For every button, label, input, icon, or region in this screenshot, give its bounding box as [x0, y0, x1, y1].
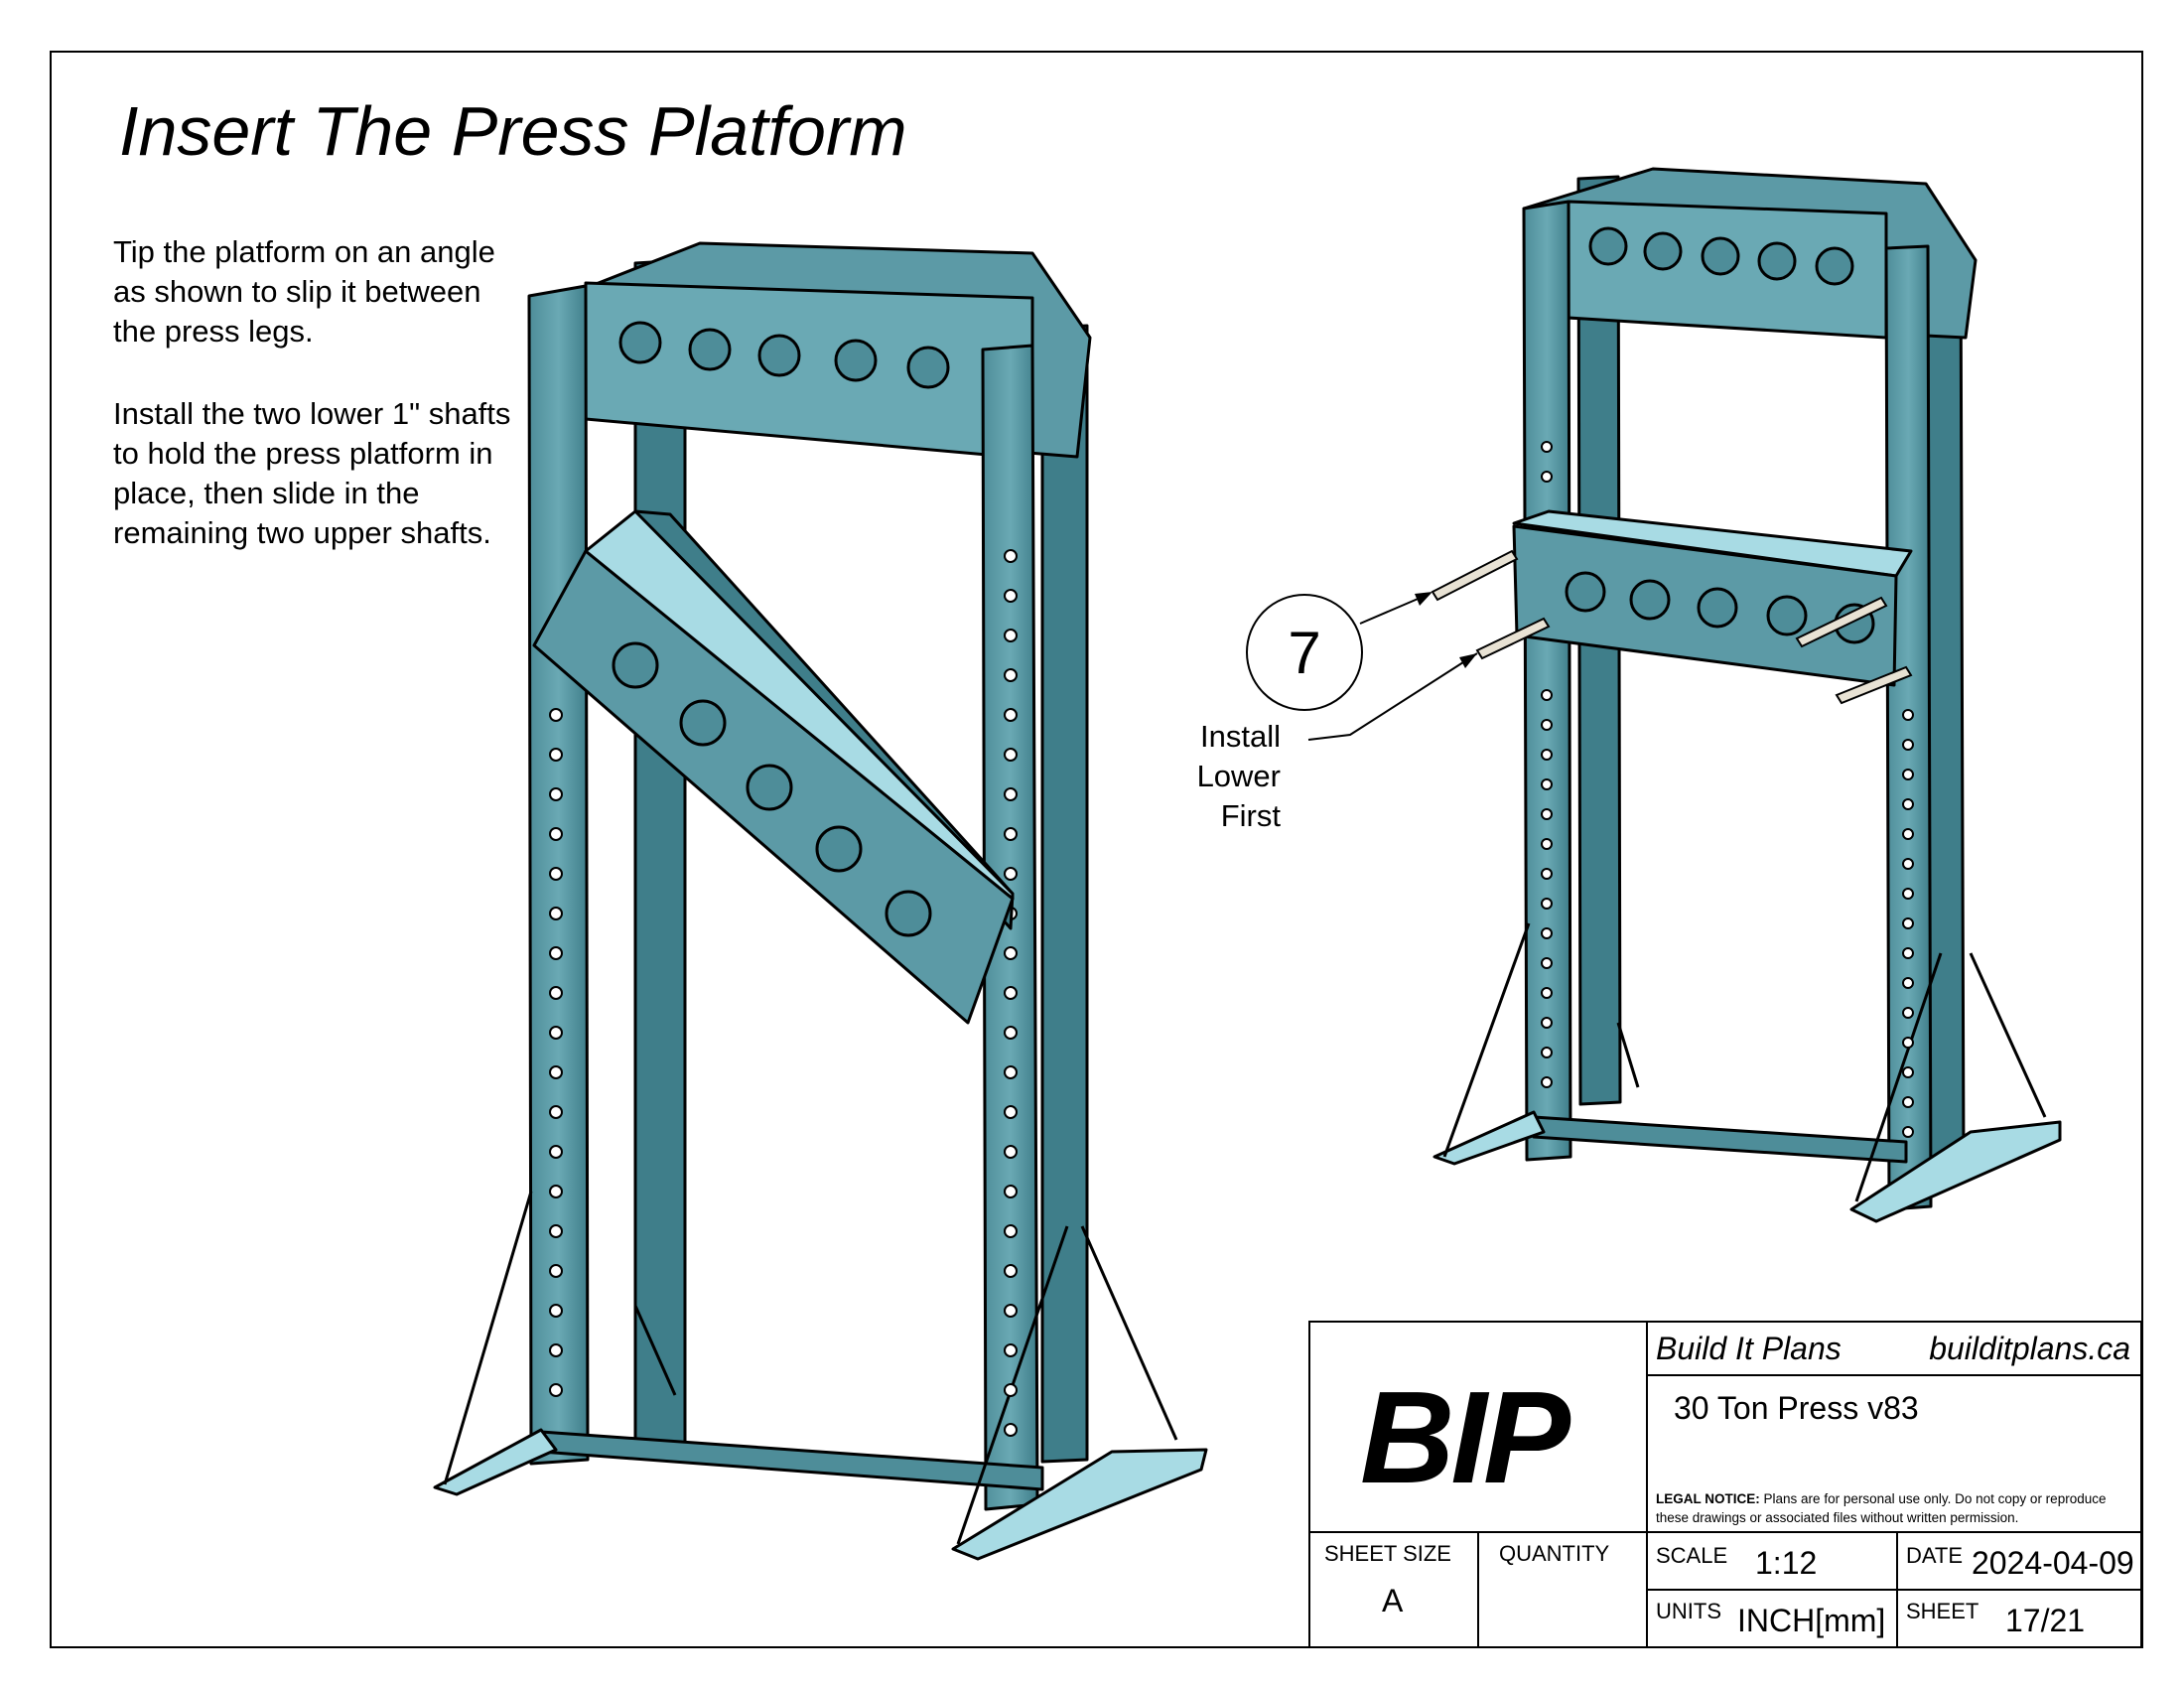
sheet-label: SHEET: [1906, 1599, 1979, 1623]
callout-arrowheads: [1415, 592, 1477, 668]
date-value: 2024-04-09: [1972, 1545, 2134, 1581]
units-value: INCH[mm]: [1737, 1603, 1886, 1638]
units-label: UNITS: [1656, 1599, 1721, 1623]
callout-label: Install Lower First: [1196, 719, 1281, 833]
page-title: Insert The Press Platform: [119, 92, 907, 170]
divider: [1646, 1323, 1648, 1648]
legal-text: Plans are for personal use only. Do not …: [1656, 1491, 2107, 1525]
company-name: Build It Plans: [1656, 1331, 1842, 1366]
legal-notice: LEGAL NOTICE: Plans are for personal use…: [1656, 1489, 2142, 1527]
divider: [1896, 1531, 1898, 1648]
bip-logo: BIP: [1360, 1364, 1570, 1510]
website-link[interactable]: builditplans.ca: [1929, 1331, 2130, 1366]
legal-heading: LEGAL NOTICE:: [1656, 1491, 1760, 1506]
project-name: 30 Ton Press v83: [1674, 1390, 1919, 1426]
top-beam-holes-left: [618, 321, 950, 389]
sheet-size-label: SHEET SIZE: [1324, 1541, 1451, 1566]
scale-label: SCALE: [1656, 1543, 1728, 1568]
date-label: DATE: [1906, 1543, 1964, 1568]
platform-holes: [612, 641, 932, 937]
quantity-label: QUANTITY: [1499, 1541, 1610, 1566]
divider: [1310, 1531, 2142, 1533]
top-beam-holes-right: [1588, 226, 1854, 286]
title-block: BIP Build It Plans builditplans.ca 30 To…: [1308, 1321, 2142, 1648]
divider: [1477, 1531, 1479, 1648]
sheet-size-value: A: [1382, 1583, 1404, 1618]
divider: [1646, 1374, 2142, 1376]
callout-number: 7: [1288, 620, 1321, 686]
instruction-install-shafts: Install the two lower 1" shafts to hold …: [113, 396, 511, 550]
press-frame-right: [1433, 167, 2062, 1223]
sheet-number: 17/21: [2005, 1603, 2086, 1638]
shafts: [1431, 549, 1913, 705]
leg-holes-right: [1541, 441, 1914, 1138]
scale-value: 1:12: [1755, 1545, 1818, 1581]
divider: [1646, 1589, 2142, 1591]
instruction-tip-platform: Tip the platform on an angle as shown to…: [113, 234, 495, 349]
press-frame-left: [433, 241, 1208, 1561]
drawing-border: [50, 51, 2143, 1648]
